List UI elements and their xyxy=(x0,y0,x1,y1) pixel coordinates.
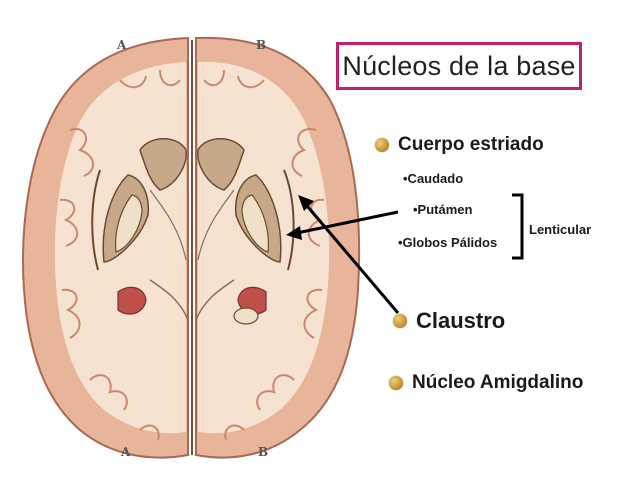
cuerpo-estriado-label: Cuerpo estriado xyxy=(398,134,544,155)
corner-b-top: B xyxy=(256,38,266,52)
claustrum-pointers xyxy=(286,195,400,314)
arrow-to-upper-claustrum xyxy=(300,199,400,314)
corner-a-bottom: A xyxy=(120,445,131,459)
left-caudate xyxy=(139,138,187,191)
left-amygdala xyxy=(117,286,147,315)
left-globus-pallidus xyxy=(115,194,143,253)
legend-item-nucleo-amigdalino: Núcleo Amigdalino xyxy=(389,372,583,394)
nucleo-amigdalino-label: Núcleo Amigdalino xyxy=(412,372,584,393)
page-title: Núcleos de la base xyxy=(342,50,576,81)
gold-bullet-icon xyxy=(393,314,407,328)
left-claustrum xyxy=(91,169,101,271)
legend-item-cuerpo-estriado: Cuerpo estriado xyxy=(375,134,544,156)
right-amygdala xyxy=(237,286,267,315)
corner-b-bottom: B xyxy=(258,445,268,459)
gold-bullet-icon xyxy=(389,376,403,390)
caudado-label: •Caudado xyxy=(403,171,464,186)
arrow-to-lower-claustrum xyxy=(291,210,399,236)
putamen-label: •Putámen xyxy=(413,202,473,217)
legend-item-claustro: Claustro xyxy=(393,308,505,334)
lenticular-label: Lenticular xyxy=(529,222,592,237)
right-caudate xyxy=(197,138,245,191)
title-box: Núcleos de la base xyxy=(336,42,582,90)
lenticular-bracket xyxy=(512,193,524,260)
basal-nuclei xyxy=(91,138,295,325)
claustro-label: Claustro xyxy=(416,308,506,333)
right-hippocampus xyxy=(233,307,259,325)
right-claustrum xyxy=(283,169,295,271)
gold-bullet-icon xyxy=(375,138,389,152)
corner-a-top: A xyxy=(116,38,127,52)
globos-palidos-label: •Globos Pálidos xyxy=(398,235,498,250)
right-globus-pallidus xyxy=(241,194,269,253)
